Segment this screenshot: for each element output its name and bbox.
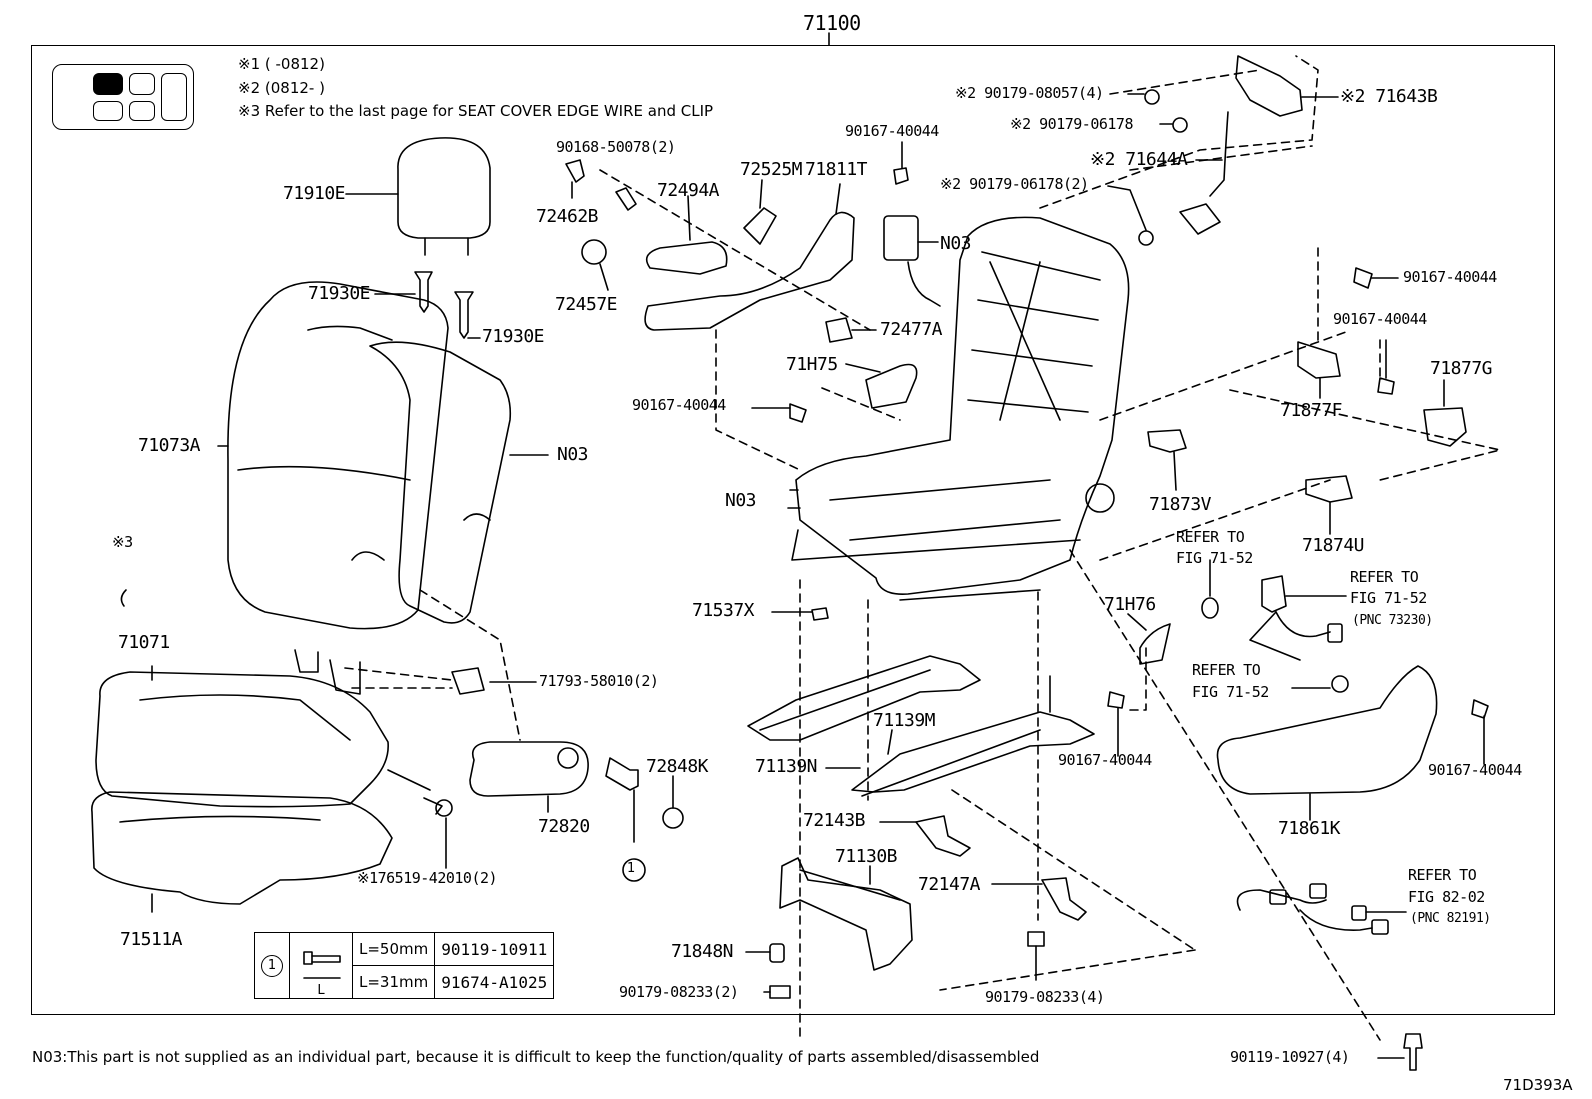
part-label[interactable]: 72494A	[657, 180, 720, 201]
part-label[interactable]: 72143B	[803, 810, 866, 831]
cushion-pad-drawing	[91, 791, 393, 913]
bolt-part-number[interactable]: 90119-10911	[434, 932, 555, 966]
refer-pnc: (PNC 73230)	[1352, 613, 1433, 628]
refer-label[interactable]: REFER TO	[1408, 866, 1477, 884]
bolt-part-number[interactable]: 91674-A1025	[434, 965, 555, 999]
refer-label[interactable]: REFER TO	[1350, 568, 1419, 586]
cushion-cover-drawing	[95, 665, 431, 808]
note-1: ※1 ( -0812)	[238, 55, 325, 73]
part-label[interactable]: 90167-40044	[845, 122, 939, 140]
part-label[interactable]: 90167-40044	[632, 396, 726, 414]
part-label[interactable]: N03	[725, 490, 757, 511]
refer-label[interactable]: FIG 82-02	[1408, 888, 1485, 906]
diagram-frame	[31, 45, 1555, 1015]
armrest-drawing	[469, 741, 589, 813]
part-label[interactable]: 90179-08233(2)	[619, 983, 739, 1001]
part-label[interactable]: 90167-40044	[1428, 761, 1522, 779]
part-label[interactable]: ※2 90179-06178(2)	[940, 175, 1089, 193]
part-label[interactable]: 71861K	[1278, 818, 1341, 839]
part-label[interactable]: ※2 71643B	[1340, 86, 1438, 107]
bolt-callout: 1	[627, 861, 636, 876]
part-label[interactable]: 71874U	[1302, 535, 1365, 556]
bolt-diagram-cell: L	[289, 932, 353, 999]
seatback-rear-drawing	[369, 341, 549, 624]
refer-label[interactable]: FIG 71-52	[1192, 683, 1269, 701]
part-label[interactable]: 71H75	[786, 354, 838, 375]
seat-position-key	[52, 64, 194, 130]
part-label[interactable]: 71139M	[873, 710, 936, 731]
part-label[interactable]: 71910E	[283, 183, 346, 204]
bolt-table-marker: 1	[254, 932, 290, 999]
part-label[interactable]: 71930E	[308, 283, 371, 304]
refer-label[interactable]: REFER TO	[1176, 528, 1245, 546]
part-label[interactable]: 90179-08233(4)	[985, 988, 1105, 1006]
key-seat	[161, 73, 187, 121]
bolt-table: 1 L L=50mm 90119-10911 L=31mm 91674-A102…	[254, 932, 555, 999]
part-label[interactable]: 71793-58010(2)	[539, 672, 659, 690]
part-label[interactable]: ※2 90179-08057(4)	[955, 84, 1104, 102]
diagram-code: 71D393A	[1503, 1076, 1573, 1094]
part-label[interactable]: 71130B	[835, 846, 898, 867]
part-label[interactable]: 90167-40044	[1403, 268, 1497, 286]
part-label[interactable]: N03	[940, 233, 972, 254]
side-shield-drawing	[1216, 665, 1438, 821]
part-label[interactable]: 72525M	[740, 159, 803, 180]
part-label[interactable]: 71873V	[1149, 494, 1212, 515]
bolt-length: L=31mm	[351, 965, 436, 999]
part-label[interactable]: 90167-40044	[1333, 310, 1427, 328]
part-label[interactable]: 71H76	[1104, 594, 1156, 615]
part-label[interactable]: 71877G	[1430, 358, 1493, 379]
refer-label[interactable]: FIG 71-52	[1176, 549, 1253, 567]
part-label[interactable]: 72820	[538, 816, 590, 837]
part-label[interactable]: 90167-40044	[1058, 751, 1152, 769]
part-label[interactable]: 71537X	[692, 600, 755, 621]
part-label[interactable]: 90168-50078(2)	[556, 138, 676, 156]
note-3: ※3 Refer to the last page for SEAT COVER…	[238, 102, 714, 120]
key-seat	[129, 73, 155, 95]
part-label[interactable]: 71071	[118, 632, 170, 653]
key-seat	[93, 101, 123, 121]
part-label[interactable]: 71811T	[805, 159, 868, 180]
part-label[interactable]: 71877F	[1280, 400, 1343, 421]
part-label[interactable]: 71930E	[482, 326, 545, 347]
part-label[interactable]: 72848K	[646, 756, 709, 777]
part-label[interactable]: 90119-10927(4)	[1230, 1048, 1350, 1066]
part-label[interactable]: 72477A	[880, 319, 943, 340]
part-label[interactable]: 71139N	[755, 756, 818, 777]
bolt-length: L=50mm	[351, 932, 436, 966]
headrest-drawing	[345, 137, 491, 256]
part-label[interactable]: 71073A	[138, 435, 201, 456]
part-label[interactable]: N03	[557, 444, 589, 465]
part-label[interactable]: ※2 71644A	[1090, 149, 1188, 170]
part-label[interactable]: ※176519-42010(2)	[357, 869, 498, 887]
n03-footnote: N03:This part is not supplied as an indi…	[32, 1048, 1040, 1066]
part-label[interactable]: 72147A	[918, 874, 981, 895]
key-seat	[129, 101, 155, 121]
assembly-number: 71100	[803, 11, 861, 35]
seatback-cover-drawing	[217, 281, 449, 695]
key-selected-seat	[93, 73, 123, 95]
note-2: ※2 (0812- )	[238, 79, 325, 97]
refer-label[interactable]: FIG 71-52	[1350, 589, 1427, 607]
part-label[interactable]: ※2 90179-06178	[1010, 115, 1133, 133]
part-label[interactable]: 71511A	[120, 929, 183, 950]
note-ref-label: ※3	[112, 533, 133, 551]
part-label[interactable]: 72462B	[536, 206, 599, 227]
part-label[interactable]: 71848N	[671, 941, 734, 962]
refer-label[interactable]: REFER TO	[1192, 661, 1261, 679]
part-label[interactable]: 72457E	[555, 294, 618, 315]
refer-pnc: (PNC 82191)	[1410, 911, 1491, 926]
seat-frame-drawing	[787, 216, 1130, 601]
